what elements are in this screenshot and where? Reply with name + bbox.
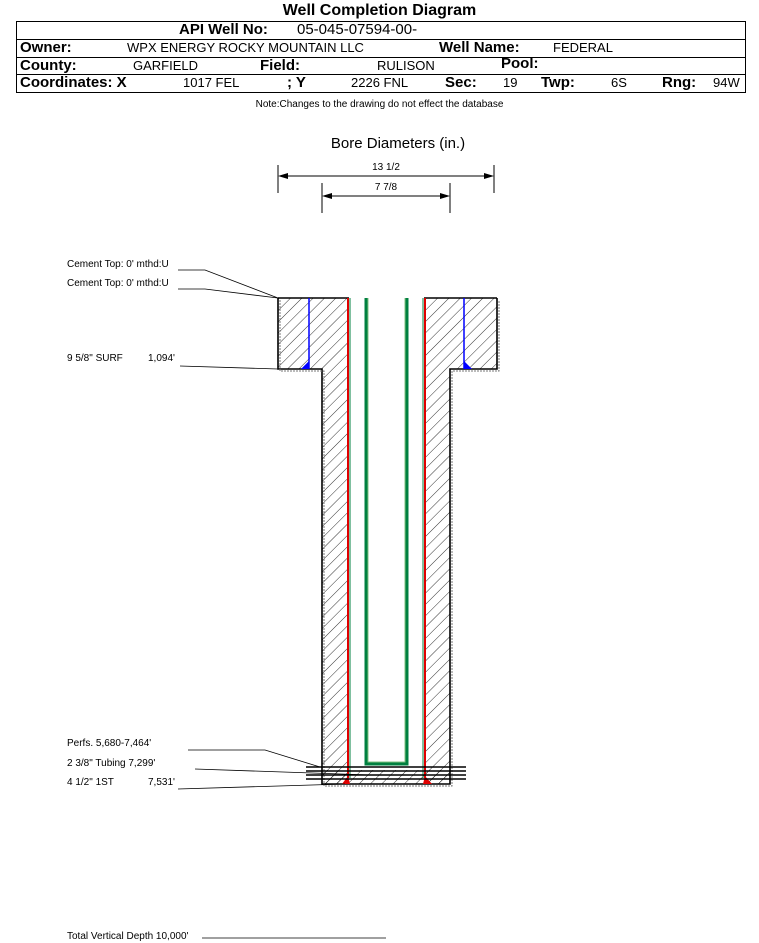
well-name-label: Well Name: bbox=[439, 39, 520, 56]
owner-label: Owner: bbox=[20, 39, 72, 56]
dim-inner-label: 7 7/8 bbox=[375, 182, 398, 193]
cement-top-label-1: Cement Top: 0' mthd:U bbox=[67, 259, 169, 270]
owner-value: WPX ENERGY ROCKY MOUNTAIN LLC bbox=[127, 40, 364, 55]
coord-x-value: 1017 FEL bbox=[183, 75, 240, 90]
coord-y-label: ; Y bbox=[287, 74, 306, 91]
tubing bbox=[364, 298, 409, 766]
production-casing bbox=[342, 298, 432, 784]
header-row-county: County: GARFIELD Field: RULISON Pool: bbox=[17, 55, 745, 75]
database-note: Note:Changes to the drawing do not effec… bbox=[255, 99, 504, 110]
dimension-inner: 7 7/8 bbox=[321, 182, 451, 213]
sec-label: Sec: bbox=[445, 74, 477, 91]
coord-x-label: Coordinates: X bbox=[20, 74, 127, 91]
tubing-label: 2 3/8" Tubing 7,299' bbox=[67, 758, 155, 769]
surf-casing-depth: 1,094' bbox=[148, 353, 175, 364]
perforations bbox=[306, 766, 466, 780]
perfs-label: Perfs. 5,680-7,464' bbox=[67, 738, 151, 749]
production-casing-label: 4 1/2" 1ST bbox=[67, 777, 114, 788]
total-vertical-depth-label: Total Vertical Depth 10,000' bbox=[67, 931, 189, 942]
rng-value: 94W bbox=[713, 75, 740, 90]
api-value: 05-045-07594-00- bbox=[297, 21, 418, 38]
cement-top-label-2: Cement Top: 0' mthd:U bbox=[67, 278, 169, 289]
well-name-value: FEDERAL bbox=[553, 40, 613, 55]
field-value: RULISON bbox=[377, 58, 435, 73]
dimension-outer: 13 1/2 bbox=[277, 162, 495, 193]
production-casing-depth: 7,531' bbox=[148, 777, 175, 788]
api-label: API Well No: bbox=[179, 21, 268, 38]
rng-label: Rng: bbox=[662, 74, 697, 91]
dim-outer-label: 13 1/2 bbox=[372, 162, 400, 173]
page-title: Well Completion Diagram bbox=[282, 2, 477, 19]
twp-value: 6S bbox=[611, 75, 627, 90]
sec-value: 19 bbox=[503, 75, 518, 90]
header-row-owner: Owner: WPX ENERGY ROCKY MOUNTAIN LLC Wel… bbox=[17, 39, 745, 57]
county-value: GARFIELD bbox=[133, 58, 199, 73]
well-header-table: API Well No: 05-045-07594-00- Owner: WPX… bbox=[16, 21, 746, 93]
pool-label: Pool: bbox=[501, 55, 539, 72]
cement-annulus bbox=[278, 298, 497, 784]
surf-casing-label: 9 5/8" SURF bbox=[67, 353, 123, 364]
depth-labels: Cement Top: 0' mthd:U Cement Top: 0' mth… bbox=[67, 259, 386, 942]
header-row-api: API Well No: 05-045-07594-00- bbox=[17, 21, 745, 39]
surface-casing bbox=[301, 298, 472, 369]
bore-outline bbox=[277, 298, 498, 785]
bore-diameters-title: Bore Diameters (in.) bbox=[331, 135, 465, 152]
twp-label: Twp: bbox=[541, 74, 575, 91]
field-label: Field: bbox=[260, 57, 300, 74]
header-row-coordinates: Coordinates: X 1017 FEL ; Y 2226 FNL Sec… bbox=[17, 74, 745, 92]
county-label: County: bbox=[20, 57, 77, 74]
coord-y-value: 2226 FNL bbox=[351, 75, 409, 90]
